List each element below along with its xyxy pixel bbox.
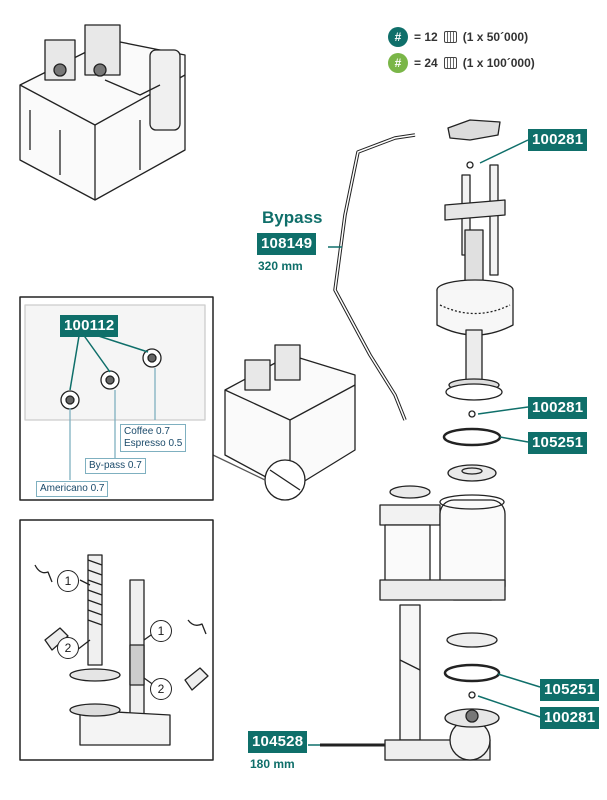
step-circle-2: 2: [57, 637, 79, 659]
badge-24: #: [388, 53, 408, 73]
callout-coffee: Coffee 0.7: [124, 426, 170, 437]
badge-12: #: [388, 27, 408, 47]
callout-bypass: By-pass 0.7: [85, 458, 146, 474]
lower-brew-assembly: [379, 485, 506, 761]
callout-espresso: Espresso 0.5: [124, 438, 183, 449]
step-circle-2b: 2: [150, 678, 172, 700]
machine-detail-illustration: [212, 344, 356, 501]
machine-overview-illustration: [19, 24, 186, 201]
legend-count-12: = 12: [414, 30, 438, 44]
step-circle-1b: 1: [150, 620, 172, 642]
rod-length: 180 mm: [250, 757, 295, 771]
bypass-part-number: 108149: [257, 233, 317, 255]
calendar-icon: [443, 31, 457, 43]
calendar-icon: [443, 57, 457, 69]
nozzle-part-number: 100112: [60, 315, 119, 337]
part-label-bottom-oring: 100281: [540, 707, 600, 729]
upper-brew-assembly: [436, 119, 514, 482]
step-circle-1: 1: [57, 570, 79, 592]
rod-part-number: 104528: [248, 731, 308, 753]
callout-coffee-espresso: Coffee 0.7 Espresso 0.5: [120, 424, 187, 452]
part-label-mid-oring: 100281: [528, 397, 588, 419]
legend-count-24: = 24: [414, 56, 438, 70]
instruction-illustration: [34, 554, 209, 746]
bypass-title: Bypass: [262, 208, 323, 227]
legend-interval-12: (1 x 50´000): [462, 30, 529, 44]
part-label-top-oring: 100281: [528, 129, 588, 151]
legend-interval-24: (1 x 100´000): [462, 56, 535, 70]
legend-row-12: # = 12 (1 x 50´000): [388, 27, 528, 47]
part-label-seal-upper: 105251: [528, 432, 588, 454]
part-label-seal-lower: 105251: [540, 679, 600, 701]
bypass-length: 320 mm: [258, 259, 303, 273]
callout-americano: Americano 0.7: [36, 481, 109, 497]
legend-row-24: # = 24 (1 x 100´000): [388, 53, 535, 73]
